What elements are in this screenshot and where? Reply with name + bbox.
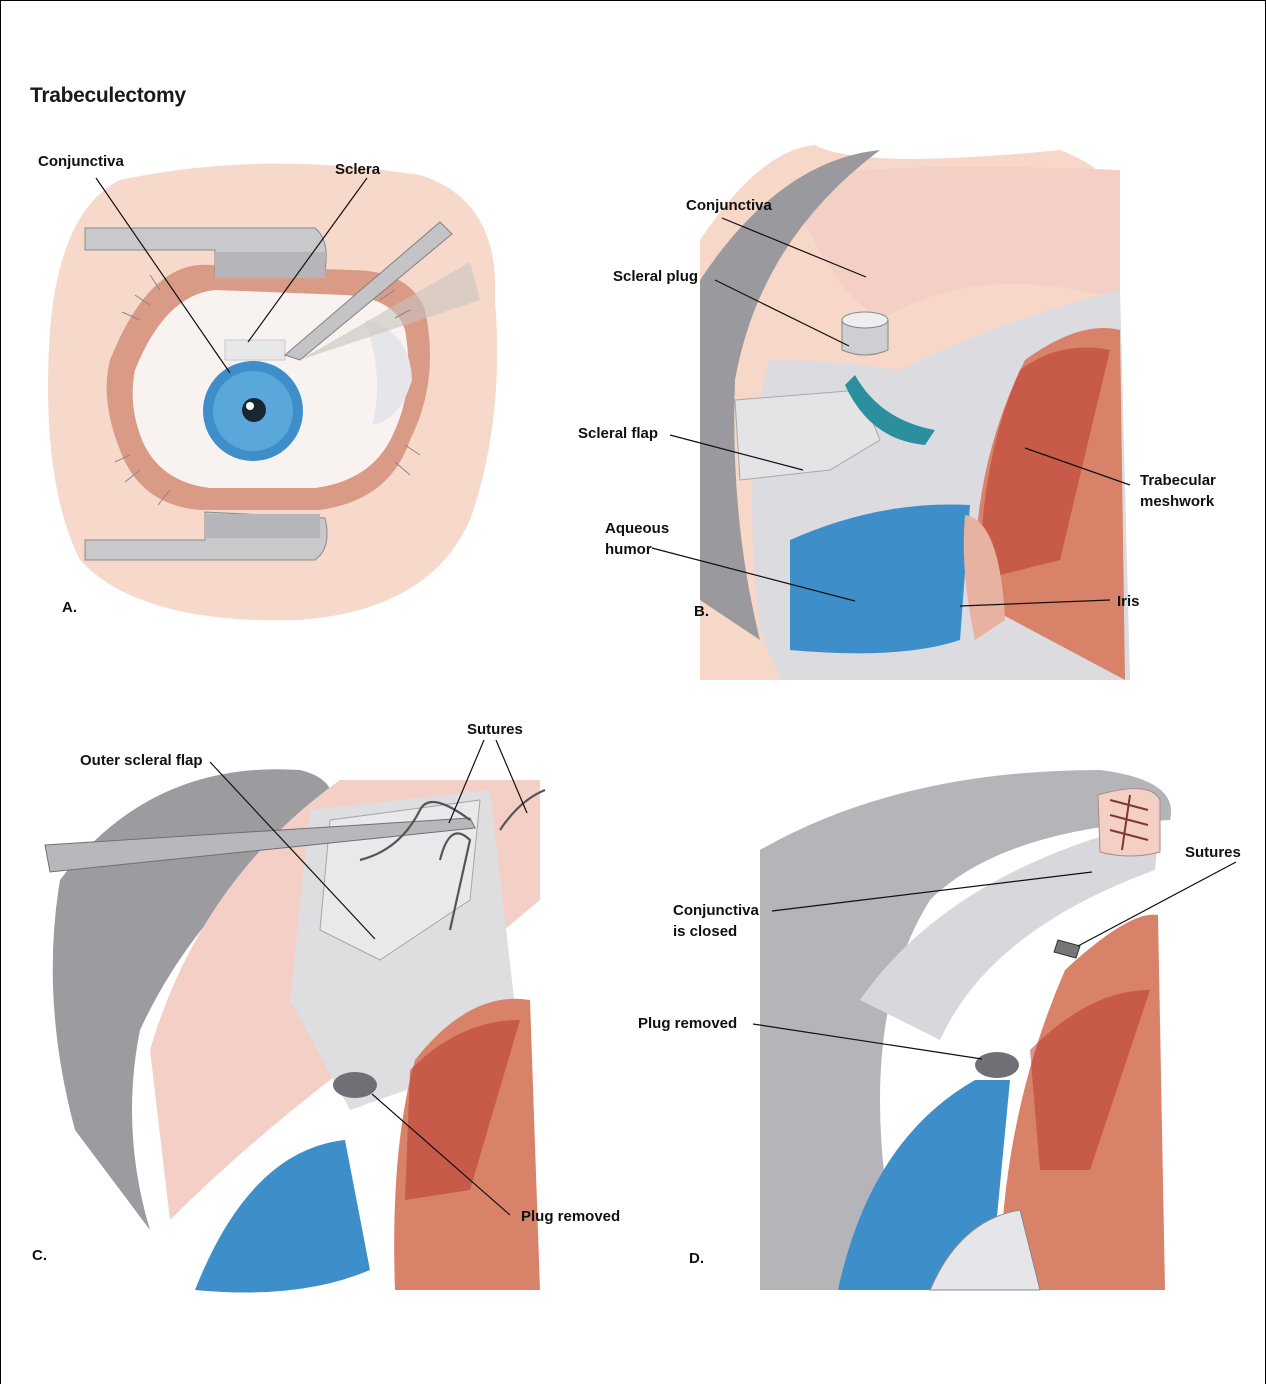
label-iris: Iris — [1117, 592, 1140, 611]
panel-b-illustration — [700, 145, 1130, 680]
scleral-plug-top — [842, 312, 888, 328]
lower-retractor-blade — [205, 514, 320, 538]
label-aqueous-line1: Aqueous — [605, 519, 669, 538]
label-conjunctiva-closed-line2: is closed — [673, 922, 737, 941]
label-trabecular-line2: meshwork — [1140, 492, 1214, 511]
panel-d-illustration — [760, 770, 1171, 1290]
label-trabecular-line1: Trabecular — [1140, 471, 1216, 490]
panel-letter-d: D. — [689, 1250, 704, 1267]
conjunctival-incision — [225, 340, 285, 360]
pupil-glint — [246, 402, 254, 410]
flap-suture — [1054, 940, 1080, 958]
label-sutures-d: Sutures — [1185, 843, 1241, 862]
panel-letter-c: C. — [32, 1247, 47, 1264]
label-scleral-flap: Scleral flap — [578, 424, 658, 443]
panel-letter-b: B. — [694, 603, 709, 620]
label-plug-removed-c: Plug removed — [521, 1207, 620, 1226]
upper-retractor-blade — [215, 252, 325, 278]
panel-a-illustration — [48, 164, 497, 621]
label-conjunctiva-a: Conjunctiva — [38, 152, 124, 171]
plug-hole — [333, 1072, 377, 1098]
label-outer-scleral-flap: Outer scleral flap — [80, 751, 203, 770]
label-scleral-plug: Scleral plug — [613, 267, 698, 286]
pupil-shape — [242, 398, 266, 422]
label-plug-removed-d: Plug removed — [638, 1014, 737, 1033]
label-conjunctiva-b: Conjunctiva — [686, 196, 772, 215]
label-aqueous-line2: humor — [605, 540, 652, 559]
label-conjunctiva-closed-line1: Conjunctiva — [673, 901, 759, 920]
plug-hole — [975, 1052, 1019, 1078]
label-sclera-a: Sclera — [335, 160, 380, 179]
panel-letter-a: A. — [62, 599, 77, 616]
panel-c-illustration — [40, 760, 560, 1293]
label-sutures-c: Sutures — [467, 720, 523, 739]
